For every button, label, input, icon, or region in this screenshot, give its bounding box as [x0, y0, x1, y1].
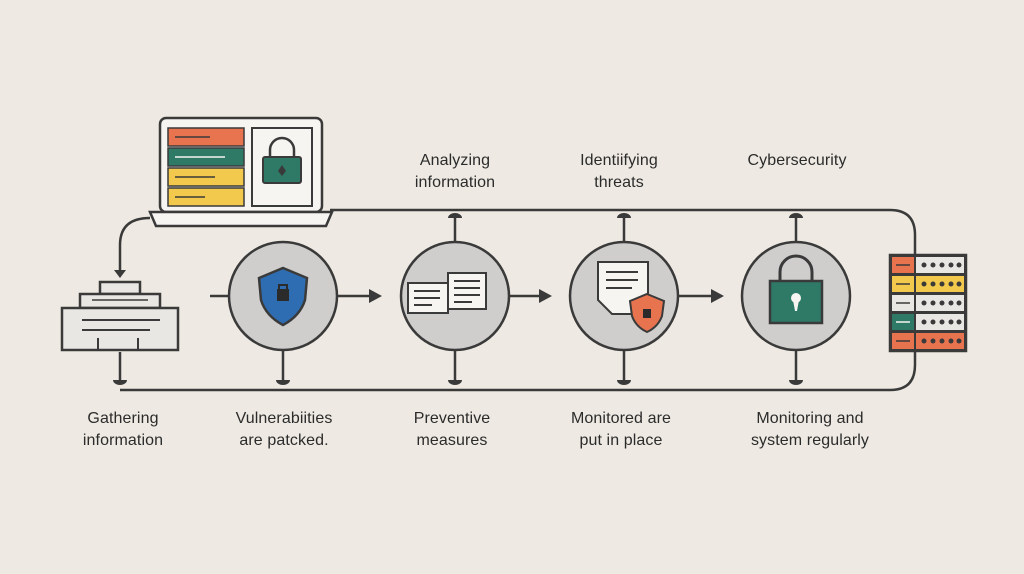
bottom-label-monitoring: Monitoring and system regularly: [720, 408, 900, 452]
label-line: put in place: [579, 432, 663, 449]
connector-caps: [113, 213, 803, 385]
shield-node: [227, 240, 339, 352]
label-line: Preventive: [413, 410, 491, 427]
label-line: Cybersecurity: [747, 152, 847, 169]
label-line: information: [414, 174, 496, 191]
label-line: Gathering: [87, 410, 159, 427]
padlock-icon: [768, 254, 824, 325]
document-shield-node: [568, 240, 680, 352]
server-rack-icon: [888, 253, 968, 353]
label-line: threats: [594, 174, 644, 191]
label-line: Vulnerabiities: [235, 410, 333, 427]
label-line: Analyzing: [419, 152, 491, 169]
top-label-threats: Identiifying threats: [529, 150, 709, 194]
label-line: measures: [416, 432, 488, 449]
laptop-row-yellow2: [167, 187, 245, 207]
padlock-node: [740, 240, 852, 352]
document-shield-icon: [597, 261, 666, 334]
label-line: system regularly: [750, 432, 870, 449]
documents-icon: [407, 272, 487, 314]
label-line: are patcked.: [239, 432, 329, 449]
arrow-head-down: [114, 270, 126, 278]
arrow-heads: [114, 270, 724, 303]
label-line: information: [82, 432, 164, 449]
top-label-cybersecurity: Cybersecurity: [707, 150, 887, 172]
bottom-label-gathering: Gathering information: [33, 408, 213, 452]
shield-icon: [257, 266, 309, 327]
bottom-label-monitored: Monitored are put in place: [531, 408, 711, 452]
documents-node: [399, 240, 511, 352]
bottom-label-vulnerabilities: Vulnerabiities are patcked.: [194, 408, 374, 452]
label-line: Identiifying: [580, 152, 658, 169]
arrow-head: [711, 289, 724, 303]
top-label-analyzing: Analyzing information: [365, 150, 545, 194]
connector-lines: [118, 208, 917, 392]
database-icon: [60, 280, 180, 352]
bottom-label-preventive: Preventive measures: [362, 408, 542, 452]
laptop-lock-icon: [148, 116, 334, 228]
arrow-head: [369, 289, 382, 303]
label-line: Monitoring and: [756, 410, 864, 427]
label-line: Monitored are: [570, 410, 672, 427]
arrow-head: [539, 289, 552, 303]
